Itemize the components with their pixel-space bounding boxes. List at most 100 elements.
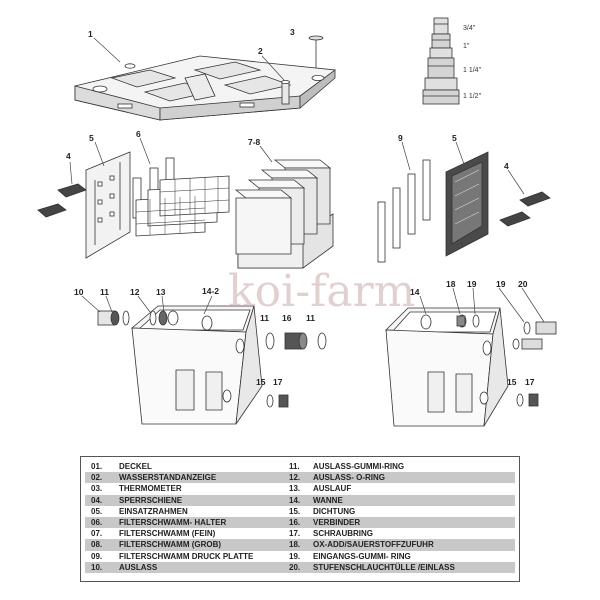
legend-number-right: 13. [289,484,301,494]
locking-rail-left-part [37,183,87,218]
legend-text-left: EINSATZRAHMEN [119,506,188,516]
callout-15-right: 15 [507,377,517,387]
legend-text-right: EINGANGS-GUMMI- RING [313,551,411,561]
filter-tank-left-part [130,305,263,425]
legend-text-left: THERMOMETER [119,484,182,494]
callout-5-left: 5 [89,133,94,143]
callout-11-mid-b: 11 [306,313,315,323]
legend-number-right: 11. [289,462,300,471]
legend-number-right: 15. [289,506,301,516]
callout-15-left: 15 [256,377,266,387]
lid-part [74,55,336,121]
callout-14-2: 14-2 [202,286,219,296]
insert-frame-left-part [85,151,131,259]
leader-lines [69,37,545,323]
size-label-3-4: 3/4" [463,25,476,32]
size-label-1-1-4: 1 1/4" [463,67,482,74]
filter-sponges-part [234,159,334,269]
legend-text-left: AUSLASS [119,562,158,572]
callout-17-left: 17 [273,377,283,387]
legend-row: 09. FILTERSCHWAMM DRUCK PLATTE 19. EINGANGS… [85,551,515,562]
parts-legend-table: 01. DECKEL 11. AUSLASS-GUMMI-RING 02. WASSERS… [80,456,520,582]
grid-filter-plates-part [135,175,230,237]
callout-4-right: 4 [504,161,509,171]
stepped-hose-nozzle-drawing [422,17,460,105]
legend-number-right: 14. [289,495,301,505]
callout-14: 14 [410,287,420,297]
legend-text-right: WANNE [313,495,343,505]
legend-text-left: SPERRSCHIENE [119,495,183,505]
callout-9: 9 [398,133,403,143]
legend-row: 01. DECKEL 11. AUSLASS-GUMMI-RING [85,461,515,472]
legend-number-left: 09. [91,551,103,561]
legend-text-left: FILTERSCHWAMM (GROB) [119,540,222,550]
callout-19-a: 19 [467,279,477,289]
legend-number-left: 05. [91,506,103,516]
size-label-1: 1" [463,43,470,50]
legend-text-right: STUFENSCHLAUCHTÜLLE /EINLASS [313,562,455,572]
legend-text-right: VERBINDER [313,517,361,527]
legend-number-left: 07. [91,529,103,539]
legend-number-left: 08. [91,540,103,550]
legend-number-right: 12. [289,473,301,483]
legend-text-right: DICHTUNG [313,506,356,516]
legend-text-left: DECKEL [119,462,152,471]
connector-fittings-part [265,332,327,408]
legend-number-right: 20. [289,562,301,572]
legend-text-right: OX-ADD/SAUERSTOFFZUFUHR [313,540,434,550]
callout-12: 12 [130,287,140,297]
legend-row: 07. FILTERSCHWAMM (FEIN) 17. SCHRAUBRING [85,528,515,539]
legend-text-left: FILTERSCHWAMM DRUCK PLATTE [119,551,254,561]
callout-numbers: 1 2 3 4 5 6 7-8 9 5 4 10 11 12 13 14-2 1… [66,27,535,387]
callout-6: 6 [136,129,141,139]
legend-text-right: AUSLASS-GUMMI-RING [313,462,405,471]
watermark-text: koi-farm [228,266,415,317]
callout-2: 2 [258,46,263,56]
legend-text-left: WASSERSTANDANZEIGE [119,473,217,483]
legend-row: 03. THERMOMETER 13. AUSLAUF [85,483,515,494]
inlet-fittings-part [456,314,557,407]
callout-7-8: 7-8 [248,137,261,147]
callout-1: 1 [88,29,93,39]
callout-5-right: 5 [452,133,457,143]
filter-tank-right-part [385,307,509,427]
thermometer-part [308,35,324,68]
legend-text-left: FILTERSCHWAMM (FEIN) [119,529,216,539]
callout-19-b: 19 [496,279,506,289]
legend-row: 04. SPERRSCHIENE 14. WANNE [85,494,515,506]
legend-number-left: 03. [91,484,103,494]
callout-11-mid-a: 11 [260,313,269,323]
callout-18: 18 [446,279,456,289]
sponge-pressure-plate-clips-part [377,159,431,263]
legend-number-left: 02. [91,473,103,483]
outlet-fitting-part [97,310,168,326]
legend-number-left: 10. [91,562,103,572]
callout-17-right: 17 [525,377,535,387]
legend-number-right: 16. [289,517,301,527]
legend-row: 10. AUSLASS 20. STUFENSCHLAUCHTÜLLE /EINLAS… [85,561,515,573]
callout-13: 13 [156,287,166,297]
size-label-1-1-2: 1 1/2" [463,93,482,100]
callout-11-left: 11 [100,287,109,297]
callout-4-left: 4 [66,151,71,161]
water-level-indicator-part [281,80,290,105]
legend-text-right: AUSLAUF [313,484,352,494]
legend-number-left: 06. [91,517,103,527]
legend-number-right: 18. [289,540,301,550]
legend-text-left: FILTERSCHWAMM- HALTER [119,517,227,527]
legend-row: 02. WASSERSTANDANZEIGE 12. AUSLASS- O-RING [85,472,515,484]
legend-text-right: AUSLASS- O-RING [313,473,385,483]
callout-20: 20 [518,279,528,289]
legend-number-right: 19. [289,551,301,561]
callout-10: 10 [74,287,84,297]
locking-rail-right-part [499,191,551,227]
legend-number-right: 17. [289,529,301,539]
legend-text-right: SCHRAUBRING [313,529,373,539]
callout-16: 16 [282,313,292,323]
legend-row: 05. EINSATZRAHMEN 15. DICHTUNG [85,506,515,517]
legend-number-left: 04. [91,495,103,505]
legend-row: 06. FILTERSCHWAMM- HALTER 16. VERBINDER [85,516,515,529]
nozzle-size-labels: 3/4" 1" 1 1/4" 1 1/2" [463,25,482,100]
legend-number-left: 01. [91,462,103,471]
